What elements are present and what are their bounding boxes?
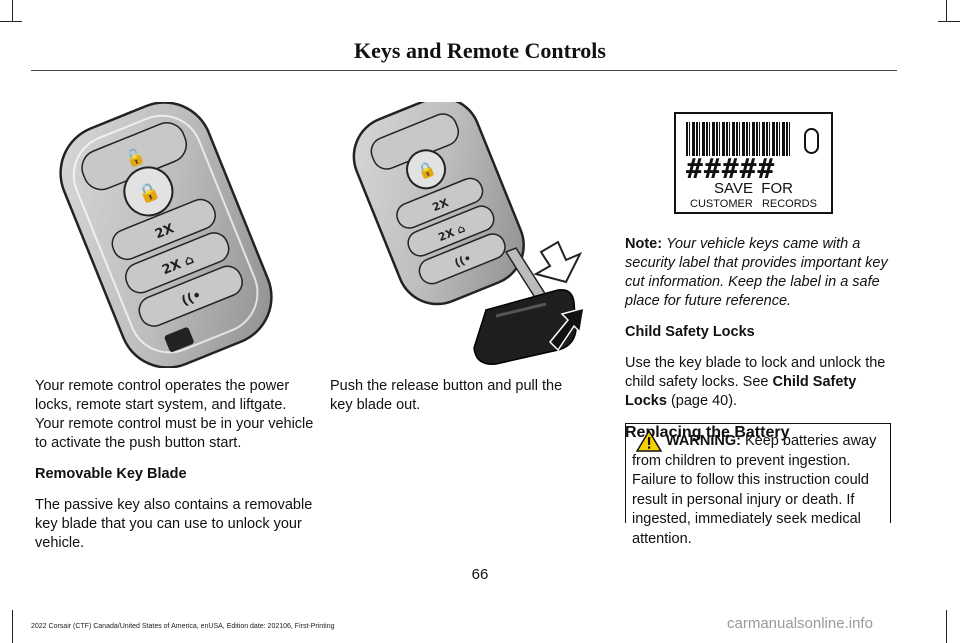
note-text: Your vehicle keys came with a security l… <box>625 236 888 309</box>
key-fob-illustration: 🔓 🔒 2X 2X ⌂ ((• <box>59 102 273 368</box>
header-divider <box>31 70 897 71</box>
key-blade-paragraph: The passive key also contains a removabl… <box>35 497 313 551</box>
page-number: 66 <box>471 566 489 583</box>
svg-text:2X: 2X <box>431 196 451 214</box>
warning-text: Keep batteries away from children to pre… <box>632 433 877 547</box>
column-1: Your remote control operates the power l… <box>35 377 315 565</box>
removable-key-blade-heading: Removable Key Blade <box>35 466 187 482</box>
label-hash: ##### <box>686 152 776 185</box>
svg-text:((•: ((• <box>453 251 474 269</box>
crop-mark <box>12 0 13 22</box>
note-label: Note: <box>625 236 663 252</box>
svg-text:🔒: 🔒 <box>415 159 439 182</box>
crop-mark <box>946 610 947 643</box>
crop-mark <box>938 21 960 22</box>
svg-text:((•: ((• <box>179 288 203 309</box>
column-2: Push the release button and pull the key… <box>330 377 588 427</box>
crop-mark <box>12 610 13 643</box>
label-customer-records: CUSTOMER RECORDS <box>690 198 817 210</box>
column-3: Note: Your vehicle keys came with a secu… <box>625 235 893 442</box>
crop-mark <box>0 21 22 22</box>
replacing-battery-heading: Replacing the Battery <box>625 424 790 441</box>
warning-box: WARNING: Keep batteries away from childr… <box>625 423 891 547</box>
svg-text:2X: 2X <box>153 221 176 242</box>
page-title: Keys and Remote Controls <box>354 38 606 63</box>
barcode <box>686 122 790 156</box>
release-button-paragraph: Push the release button and pull the key… <box>330 378 563 413</box>
key-hole-icon <box>804 128 819 154</box>
child-safety-page-ref: (page 40). <box>670 393 738 409</box>
intro-paragraph: Your remote control operates the power l… <box>35 378 314 451</box>
warning-label: WARNING: <box>666 433 741 449</box>
child-safety-text: Use the key blade to lock and unlock the… <box>625 355 886 390</box>
note-paragraph: Note: Your vehicle keys came with a secu… <box>625 235 893 311</box>
child-safety-paragraph: Use the key blade to lock and unlock the… <box>625 354 893 411</box>
footer-edition: 2022 Corsair (CTF) Canada/United States … <box>31 623 335 630</box>
child-safety-link[interactable]: Child Safety Locks <box>625 374 857 409</box>
watermark: carmanualsonline.info <box>727 615 873 632</box>
label-save-for: SAVE FOR <box>714 180 793 197</box>
child-safety-heading: Child Safety Locks <box>625 324 755 340</box>
crop-mark <box>946 0 947 22</box>
key-blade-removal-illustration: 🔒 2X 2X ⌂ ((• <box>352 102 585 365</box>
security-label: ##### SAVE FOR CUSTOMER RECORDS <box>674 112 833 214</box>
